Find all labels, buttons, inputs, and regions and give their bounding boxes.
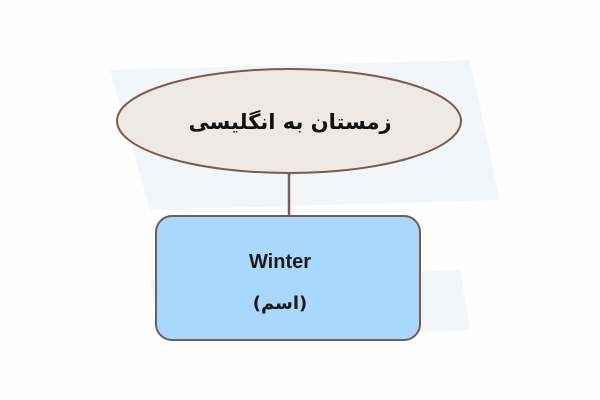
top-ellipse-node [116,68,462,174]
bottom-node-note: (اسم) [252,292,308,314]
top-node-label: زمستان به انگلیسی [188,110,392,134]
bottom-node-word: Winter [248,250,312,273]
bottom-box-node [155,215,421,341]
